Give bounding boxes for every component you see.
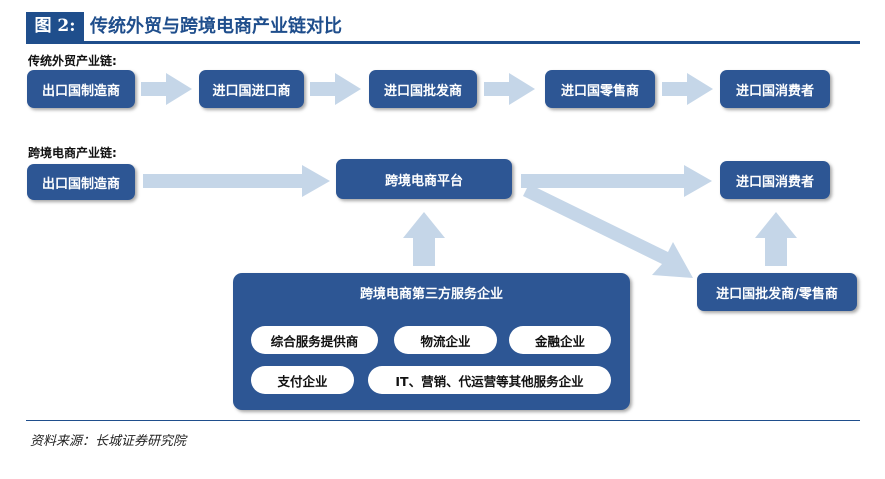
trad-node-3: 进口国批发商 — [369, 70, 477, 108]
third-party-title: 跨境电商第三方服务企业 — [359, 287, 503, 302]
service-pill: IT、营销、代运营等其他服务企业 — [368, 366, 611, 394]
arrow-right — [484, 73, 535, 105]
source-note: 资料来源：长城证券研究院 — [30, 434, 187, 449]
cb-wholesaler-retailer: 进口国批发商/零售商 — [697, 273, 857, 311]
cb-manufacturer: 出口国制造商 — [27, 164, 135, 200]
arrow-diagonal — [523, 184, 693, 278]
arrow-right-long — [143, 165, 330, 197]
crossborder-chain-label: 跨境电商产业链: — [28, 146, 117, 160]
service-pill: 综合服务提供商 — [251, 326, 378, 354]
header-rule — [26, 41, 860, 44]
arrow-right — [662, 73, 713, 105]
arrow-up — [755, 212, 797, 266]
trad-node-2: 进口国进口商 — [199, 70, 304, 108]
arrow-right-long — [521, 165, 712, 197]
cb-consumer: 进口国消费者 — [720, 161, 830, 199]
figure-header: 图 2: 传统外贸与跨境电商产业链对比 — [26, 10, 860, 44]
figure-label: 图 2: — [26, 12, 84, 41]
arrow-right — [141, 73, 192, 105]
figure-title: 传统外贸与跨境电商产业链对比 — [90, 16, 342, 37]
trad-node-1: 出口国制造商 — [27, 70, 135, 108]
trad-node-5: 进口国消费者 — [720, 70, 830, 108]
traditional-chain-label: 传统外贸产业链: — [28, 54, 117, 68]
third-party-services-panel: 跨境电商第三方服务企业 综合服务提供商 物流企业 金融企业 支付企业 IT、营销… — [233, 273, 630, 410]
service-pill: 支付企业 — [251, 366, 354, 394]
cb-platform: 跨境电商平台 — [336, 159, 512, 199]
arrow-right — [310, 73, 361, 105]
service-pill: 物流企业 — [394, 326, 497, 354]
trad-node-4: 进口国零售商 — [545, 70, 655, 108]
service-pill: 金融企业 — [509, 326, 611, 354]
arrow-up — [403, 212, 445, 266]
footer-rule — [26, 420, 860, 421]
